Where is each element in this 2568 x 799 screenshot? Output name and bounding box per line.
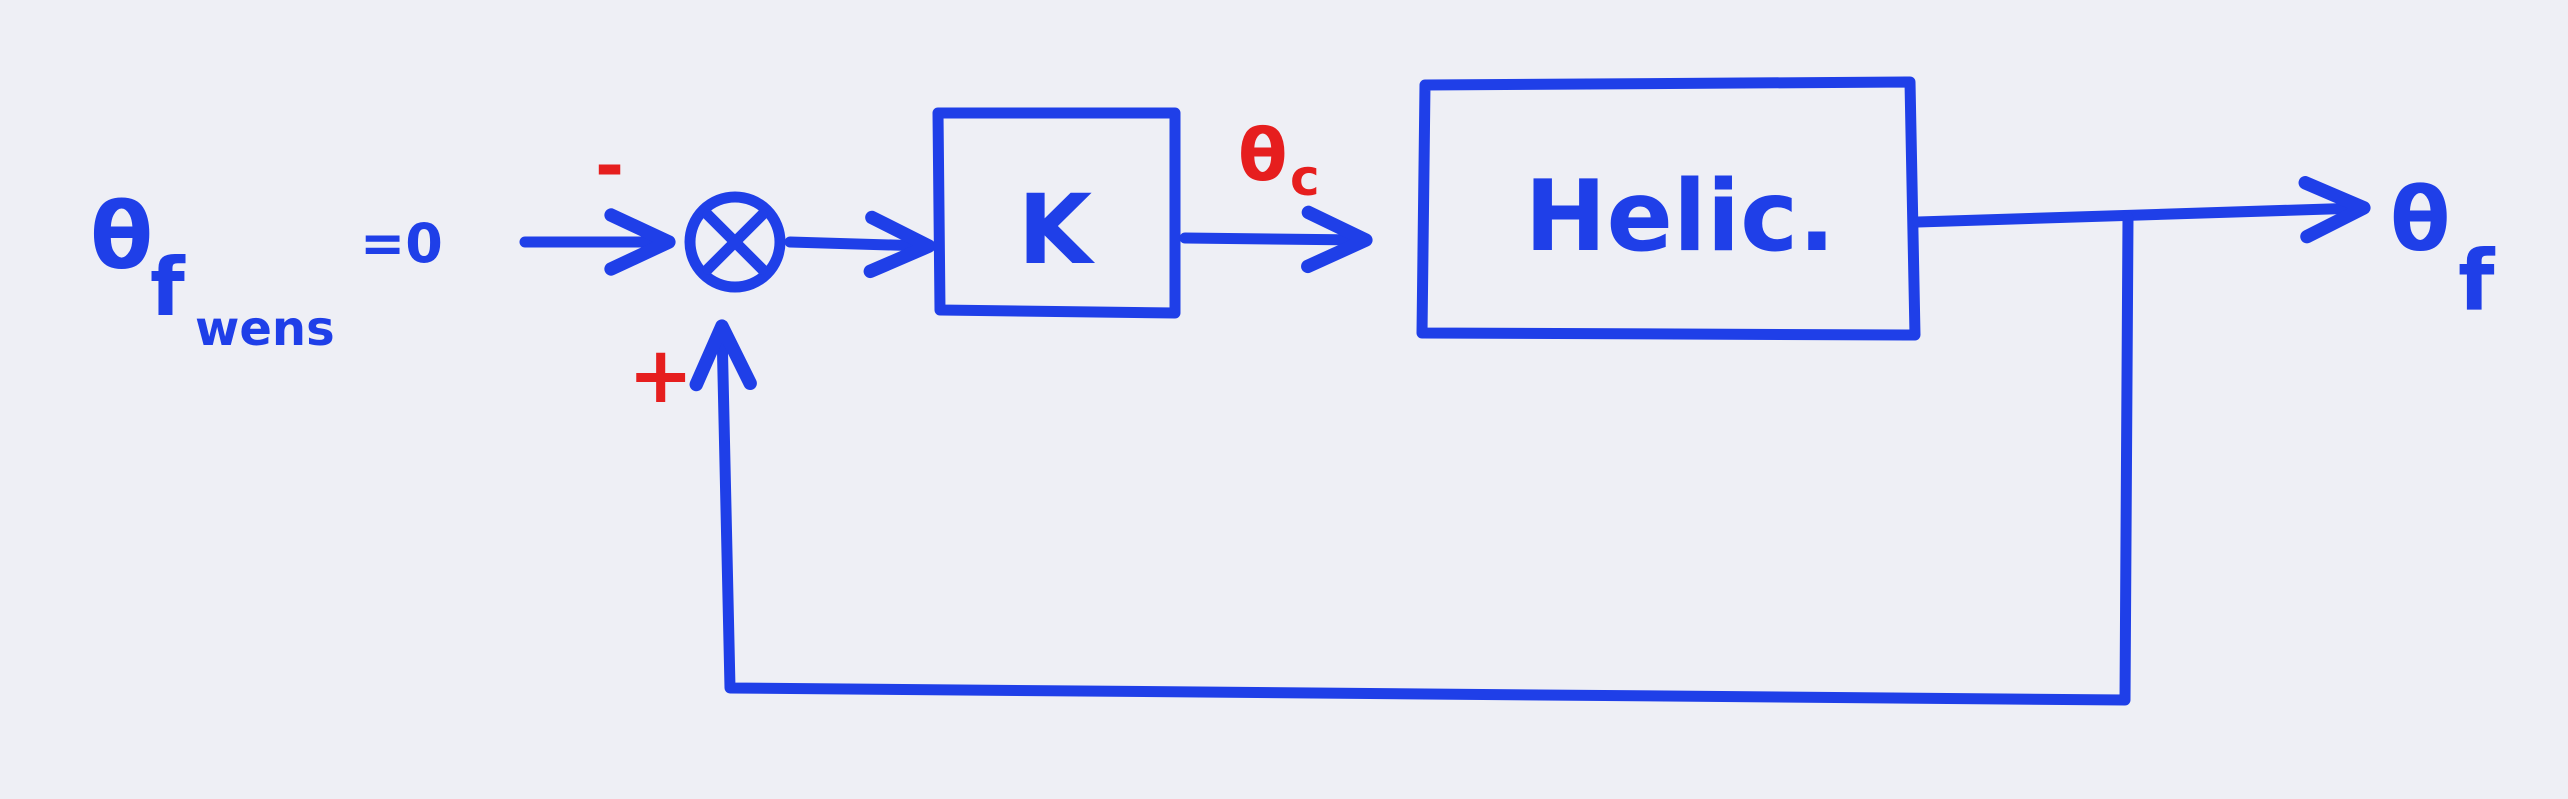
controller-label: K xyxy=(1018,174,1096,286)
input-label: θ f wens =0 xyxy=(90,183,443,357)
output-theta: θ xyxy=(2390,168,2450,271)
control-signal-label: θ c xyxy=(1238,113,1320,207)
output-sub-f: f xyxy=(2458,232,2496,330)
control-signal-arrow xyxy=(1179,205,1373,274)
feedback-path xyxy=(689,212,2134,706)
input-theta: θ xyxy=(90,183,153,290)
input-sub-f: f xyxy=(150,241,186,334)
summing-junction xyxy=(684,191,786,293)
output-arrow xyxy=(1912,176,2371,244)
plant-block xyxy=(1416,76,1921,341)
plant-label: Helic. xyxy=(1525,160,1836,274)
output-label: θ f xyxy=(2390,168,2496,330)
plus-sign: + xyxy=(628,331,693,421)
controller-block xyxy=(932,107,1181,319)
input-eq-zero: =0 xyxy=(360,212,443,275)
input-sub-wens: wens xyxy=(195,301,335,357)
control-theta: θ xyxy=(1238,113,1287,197)
junction-to-controller-arrow xyxy=(784,210,936,279)
control-sub-c: c xyxy=(1290,149,1320,207)
minus-sign: - xyxy=(595,125,624,207)
